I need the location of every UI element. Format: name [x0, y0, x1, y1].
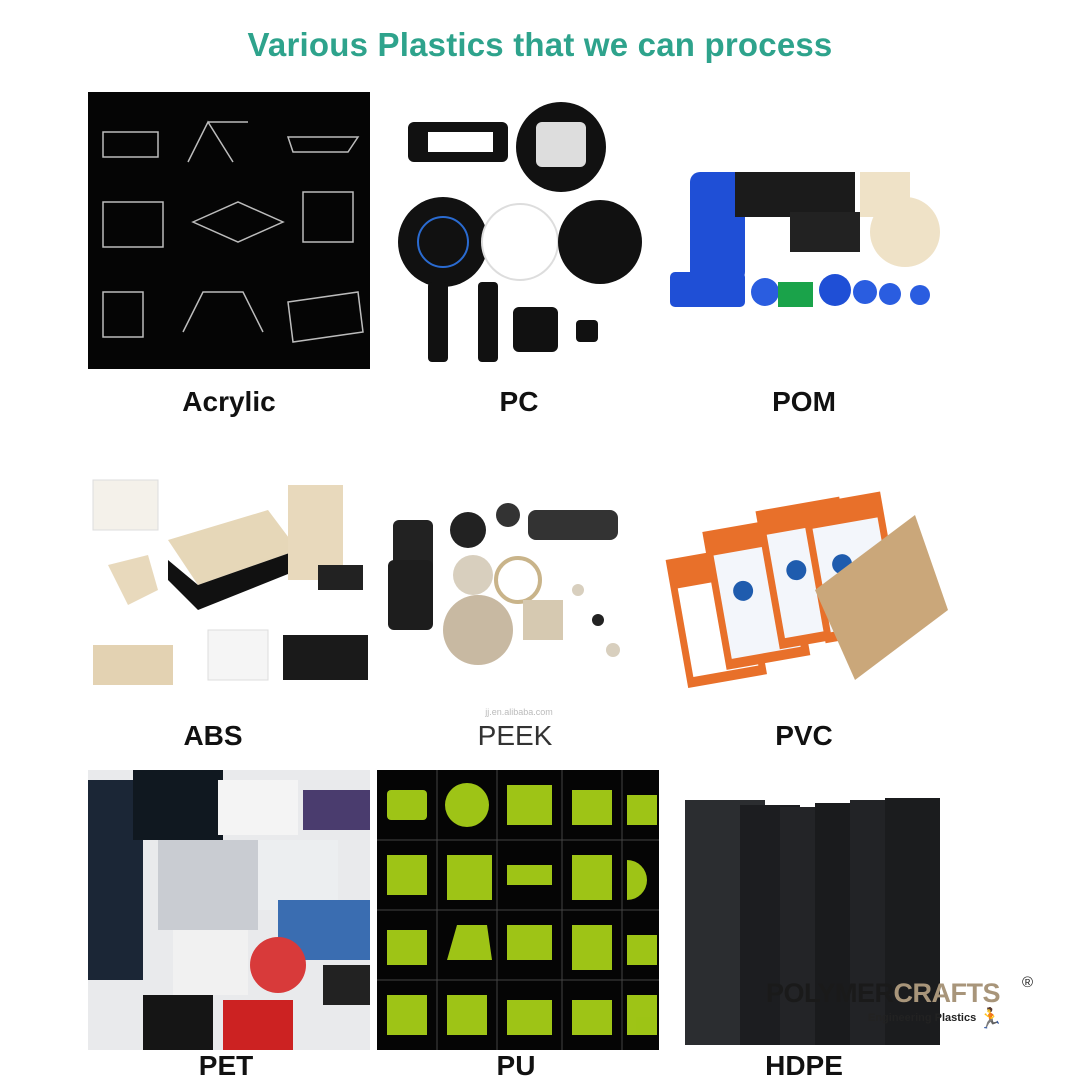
material-label-pvc: PVC [775, 720, 833, 751]
peek-products-illustration [388, 503, 620, 665]
acrylic-products-illustration [102, 120, 364, 343]
logo-brand-dark: POLYMER [766, 978, 894, 1008]
hdpe-sheets-illustration [685, 798, 940, 1045]
pet-products-illustration [88, 770, 370, 1050]
image-watermark: jj.en.alibaba.com [485, 707, 553, 717]
material-label-pet: PET [198, 1050, 254, 1081]
pom-products-illustration [670, 172, 940, 307]
logo-brand-light: CRAFTS [893, 978, 1001, 1008]
pvc-products-illustration [665, 491, 948, 689]
pvc-image [665, 480, 948, 690]
material-label-acrylic: Acrylic [182, 386, 276, 417]
pet-image [88, 770, 370, 1050]
pom-image [660, 92, 945, 369]
material-label-abs: ABS [183, 720, 243, 751]
abs-image [88, 470, 370, 700]
registered-mark: ® [1022, 974, 1034, 991]
abs-products-illustration [92, 479, 368, 685]
material-label-pu: PU [496, 1050, 536, 1081]
pc-image [378, 92, 660, 369]
peek-image [378, 490, 660, 700]
pc-products-illustration [398, 102, 642, 362]
page-title: Various Plastics that we can process [247, 26, 833, 63]
acrylic-image [88, 92, 370, 369]
material-label-peek: PEEK [477, 720, 553, 751]
material-label-pom: POM [772, 386, 836, 417]
brand-logo: POLYMERCRAFTS ® Engineering Plastics 🏃 [766, 974, 1033, 1030]
runner-icon: 🏃 [978, 1008, 1003, 1030]
material-label-pc: PC [499, 386, 539, 417]
material-label-hdpe: HDPE [765, 1050, 843, 1081]
pu-image [377, 770, 659, 1050]
logo-tagline: Engineering Plastics [868, 1012, 977, 1024]
hdpe-image [680, 795, 945, 1050]
pu-products-illustration [377, 770, 659, 1050]
